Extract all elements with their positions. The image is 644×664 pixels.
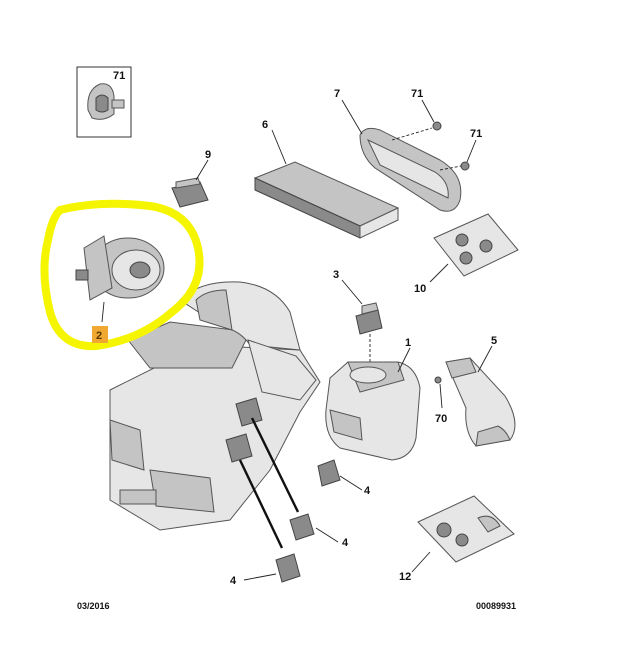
callout-3: 3	[333, 269, 339, 281]
callout-71-b: 71	[470, 128, 482, 140]
part-4-actuator-c: 4	[317, 459, 371, 497]
part-71-screw-a: 71	[391, 88, 442, 141]
hvac-main-unit	[109, 281, 321, 531]
part-71-screw-b: 71	[439, 128, 482, 171]
inset-box-71: 71	[76, 66, 132, 138]
callout-9: 9	[205, 149, 211, 161]
callout-1: 1	[405, 337, 411, 349]
callout-4-c: 4	[230, 575, 237, 587]
part-3-sensor: 3	[333, 269, 383, 372]
callout-5: 5	[491, 335, 497, 347]
callout-4-b: 4	[342, 537, 349, 549]
callout-10: 10	[414, 283, 426, 295]
part-70-clip: 70	[434, 376, 447, 425]
callout-7: 7	[334, 88, 340, 100]
part-10-kit: 10	[414, 213, 519, 295]
footer-reference: 00089931	[476, 601, 516, 611]
part-6-cabin-filter: 6	[253, 119, 400, 239]
callout-2: 2	[96, 330, 102, 342]
callout-70: 70	[435, 413, 447, 425]
part-5-duct: 5	[445, 335, 516, 447]
part-4-actuator-b: 4	[230, 459, 301, 587]
footer-date: 03/2016	[77, 601, 110, 611]
callout-12: 12	[399, 571, 411, 583]
highlight-outline	[40, 199, 204, 351]
callout-4-a: 4	[364, 485, 371, 497]
callout-6: 6	[262, 119, 268, 131]
callout-2-badge	[92, 326, 108, 343]
callout-71-inset: 71	[113, 70, 125, 82]
part-7-cover: 7	[334, 88, 462, 212]
part-1-housing: 1	[325, 337, 421, 461]
callout-71-a: 71	[411, 88, 423, 100]
part-9-resistor: 9	[171, 149, 211, 208]
part-4-actuator-a: 4	[250, 417, 349, 549]
part-12-kit: 12	[399, 495, 515, 583]
part-2-blower-motor: 2	[40, 199, 204, 351]
